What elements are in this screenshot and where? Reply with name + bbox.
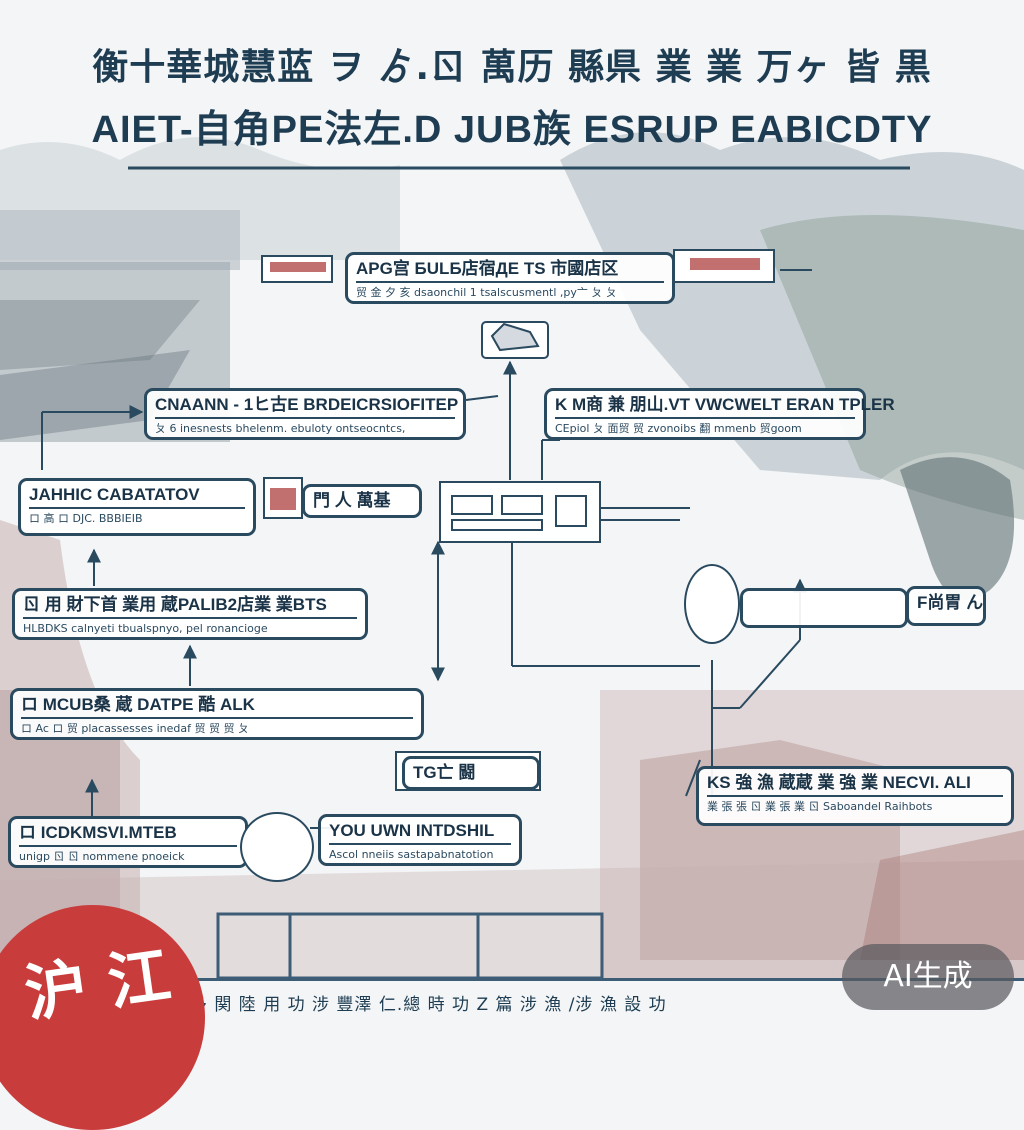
node-title: KS 強 漁 蔵蔵 業 強 業 NECVI. ALI bbox=[707, 773, 971, 792]
landscape-background bbox=[0, 132, 1024, 980]
round-thumbnail-right bbox=[684, 564, 740, 644]
node-title: TG亡 闘 bbox=[413, 763, 476, 782]
node-subtitle: HLBDKS calnyeti tbualspnyo, pel ronancio… bbox=[23, 617, 357, 636]
node-left4: ロ MCUB桑 蔵 DATPE 酷 ALK ロ Ac ロ 贸 placasses… bbox=[10, 688, 424, 740]
node-title: CNAANN - 1ヒ古E BRDEICRSIOFITEP bbox=[155, 395, 459, 414]
node-subtitle: CEpiol ㄆ 面贸 贸 zvonoibs 翻 mmenb 贸goom bbox=[555, 417, 855, 436]
node-right2: F尚胃 ん bbox=[906, 586, 986, 626]
node-subtitle: Ascol nneiis sastapabnatotion bbox=[329, 843, 511, 862]
node-right1: K M商 兼 朋山.VT VWCWELT ERAN TPLER CEpiol ㄆ… bbox=[544, 388, 895, 440]
round-thumbnail-bottom bbox=[240, 812, 314, 882]
node-title: F尚胃 ん bbox=[917, 593, 984, 612]
node-top: APG宫 БULБ店宿ДE TS 市國店区 贸 金 夕 亥 dsaonchil … bbox=[345, 252, 675, 304]
central-hub bbox=[439, 481, 601, 543]
node-title: YOU UWN INTDSHIL bbox=[329, 821, 495, 840]
node-title: 門 人 萬基 bbox=[313, 491, 391, 510]
node-subtitle: ロ 高 ロ DJC. BBBIEIB bbox=[29, 507, 245, 526]
node-subtitle: ロ Ac ロ 贸 placassesses inedaf 贸 贸 贸 ㄆ bbox=[21, 717, 413, 736]
node-subtitle: ㄆ 6 inesnests bhelenm. ebuloty ontseocnt… bbox=[155, 417, 455, 436]
node-left5: ロ ICDKMSVI.MTEB unigp ㄖ ㄖ nommene pnoeic… bbox=[8, 816, 248, 868]
diagram-title-en: AIET-自角PE法左.D JUB族 ESRUP EABICDTY bbox=[91, 109, 933, 151]
node-title: ロ MCUB桑 蔵 DATPE 酷 ALK bbox=[21, 695, 255, 714]
node-subtitle: 贸 金 夕 亥 dsaonchil 1 tsalscusmentl ,py亠 ㄆ… bbox=[356, 281, 664, 300]
diagram-title-cn: 衡十華城慧蓝 ヲ ゟ.ㄖ 萬历 縣県 業 業 万ヶ 皆 黒 bbox=[92, 47, 932, 88]
node-mid: 門 人 萬基 bbox=[302, 484, 422, 518]
node-left3: ㄖ 用 財下首 業用 蔵PALIB2店業 業BTS HLBDKS calnyet… bbox=[12, 588, 368, 640]
node-title: ㄖ 用 財下首 業用 蔵PALIB2店業 業BTS bbox=[23, 595, 327, 614]
node-subtitle: 業 張 張 ㄖ 業 張 業 ㄖ Saboandel Raihbots bbox=[707, 795, 1003, 814]
footer-text: 多 関 陸 用 功 涉 豐澤 仁.總 時 功 Z 篇 涉 漁 /涉 漁 設 功 bbox=[190, 995, 667, 1015]
node-title: APG宫 БULБ店宿ДE TS 市國店区 bbox=[356, 259, 619, 278]
node-right2-bar bbox=[740, 588, 908, 628]
node-title: K M商 兼 朋山.VT VWCWELT ERAN TPLER bbox=[555, 395, 895, 414]
red-seal-stamp bbox=[0, 905, 205, 1130]
ai-generated-badge: AI生成 bbox=[842, 944, 1014, 1010]
node-subtitle: unigp ㄖ ㄖ nommene pnoeick bbox=[19, 845, 237, 864]
node-title: ロ ICDKMSVI.MTEB bbox=[19, 823, 177, 842]
node-small-mid: TG亡 闘 bbox=[402, 756, 540, 790]
node-title: JAHHIC CABATATOV bbox=[29, 485, 200, 504]
node-left1: CNAANN - 1ヒ古E BRDEICRSIOFITEP ㄆ 6 inesne… bbox=[144, 388, 466, 440]
node-left2: JAHHIC CABATATOV ロ 高 ロ DJC. BBBIEIB bbox=[18, 478, 256, 536]
node-left5b: YOU UWN INTDSHIL Ascol nneiis sastapabna… bbox=[318, 814, 522, 866]
node-right3: KS 強 漁 蔵蔵 業 強 業 NECVI. ALI 業 張 張 ㄖ 業 張 業… bbox=[696, 766, 1014, 826]
